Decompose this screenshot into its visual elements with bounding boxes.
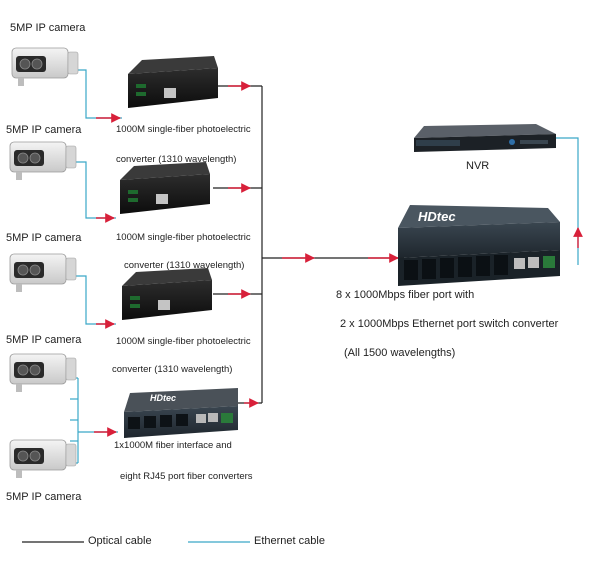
- converter-1-line1: 1000M single-fiber photoelectric: [116, 124, 251, 135]
- sfp-port: [128, 417, 140, 429]
- sfp-port: [476, 256, 490, 276]
- sfp-port: [160, 415, 172, 427]
- rj45-port: [514, 258, 525, 269]
- ip-camera-5: [9, 439, 77, 478]
- ethernet-cable-2: [72, 161, 116, 219]
- nvr-device: [414, 124, 556, 152]
- sfp-port: [144, 416, 156, 428]
- fiber-converter-3: [122, 268, 212, 320]
- fiber-converter-2: [120, 162, 210, 214]
- legend-ethernet-label: Ethernet cable: [254, 535, 325, 547]
- ip-camera-3: [9, 253, 77, 292]
- small-switch-brand: HDtec: [150, 393, 176, 403]
- main-switch-line3: (All 1500 wavelengths): [344, 347, 456, 359]
- camera-label-1: 5MP IP camera: [10, 22, 86, 34]
- small-switch-line2: eight RJ45 port fiber converters: [120, 471, 253, 482]
- converter-2-line2: converter (1310 wavelength): [124, 260, 245, 271]
- main-switch-brand: HDtec: [418, 209, 456, 224]
- rj45-port: [156, 194, 168, 204]
- sfp-port: [422, 259, 436, 279]
- legend-optical-label: Optical cable: [88, 535, 152, 547]
- camera-label-3: 5MP IP camera: [6, 232, 82, 244]
- ip-camera-4: [9, 353, 77, 392]
- nvr-label: NVR: [466, 160, 490, 172]
- small-fiber-switch: HDtec: [124, 388, 238, 438]
- main-switch-line2: 2 x 1000Mbps Ethernet port switch conver…: [340, 318, 559, 330]
- converter-2-line1: 1000M single-fiber photoelectric: [116, 232, 251, 243]
- ip-camera-1: [11, 47, 79, 86]
- sfp-port: [494, 255, 508, 275]
- small-switch-line1: 1x1000M fiber interface and: [114, 440, 232, 451]
- rj45-port: [158, 300, 170, 310]
- converter-3-line1: 1000M single-fiber photoelectric: [116, 336, 251, 347]
- camera-label-4: 5MP IP camera: [6, 334, 82, 346]
- rj45-port: [208, 413, 218, 422]
- ethernet-cable-3: [72, 275, 116, 325]
- ethernet-cable-1: [72, 69, 122, 119]
- sfp-port: [404, 260, 418, 280]
- ethernet-cable-nvr: [556, 137, 579, 265]
- converter-1-line2: converter (1310 wavelength): [116, 154, 237, 165]
- rj45-port: [528, 257, 539, 268]
- sfp-port: [440, 258, 454, 278]
- converter-3-line2: converter (1310 wavelength): [112, 364, 233, 375]
- rj45-port: [164, 88, 176, 98]
- rj45-port: [196, 414, 206, 423]
- camera-label-2: 5MP IP camera: [6, 124, 82, 136]
- main-fiber-switch: HDtec: [398, 205, 560, 286]
- main-switch-line1: 8 x 1000Mbps fiber port with: [336, 289, 475, 301]
- fiber-converter-1: [128, 56, 218, 108]
- sfp-port: [176, 414, 188, 426]
- direction-arrows: [94, 81, 583, 437]
- ip-camera-2: [9, 141, 77, 180]
- sfp-port: [458, 257, 472, 277]
- camera-label-5: 5MP IP camera: [6, 491, 82, 503]
